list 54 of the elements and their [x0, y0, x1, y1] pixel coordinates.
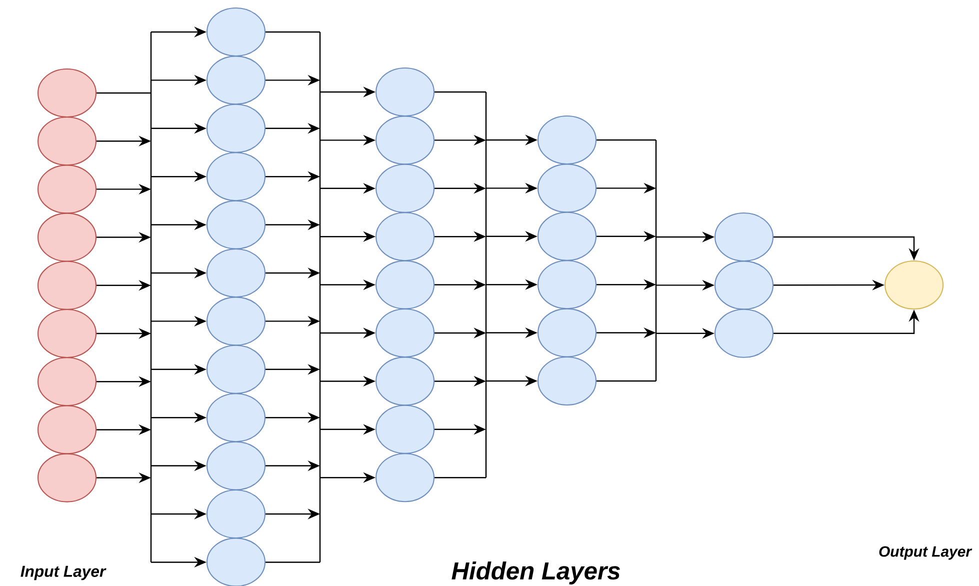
connector-line [596, 139, 656, 141]
layer-label: Hidden Layers [452, 562, 620, 584]
neuron-circle [537, 308, 597, 358]
neuron-circle [206, 152, 266, 202]
neuron-circle [206, 344, 266, 394]
neuron-circle [206, 7, 266, 57]
neuron-circle [714, 212, 774, 262]
layer-label: Input Layer [20, 566, 106, 580]
neuron-circle [37, 260, 97, 310]
neuron-circle [37, 357, 97, 406]
neuron-circle [375, 404, 435, 454]
neuron-circle [37, 453, 97, 502]
neuron-circle [375, 212, 435, 262]
neuron-circle [206, 248, 266, 298]
neuron-circle [375, 308, 435, 358]
neuron-circle [206, 489, 266, 539]
neuron-circle [206, 538, 266, 586]
neuron-circle [206, 104, 266, 153]
neuron-circle [375, 164, 435, 213]
neuron-circle [714, 308, 774, 358]
bus-line [150, 31, 152, 563]
connector-line [96, 92, 151, 94]
connector-line [596, 380, 656, 382]
neuron-circle [37, 405, 97, 454]
neuron-circle [884, 260, 944, 310]
neuron-circle [206, 296, 266, 346]
neuron-circle [375, 116, 435, 165]
neuron-circle [206, 200, 266, 250]
neuron-circle [37, 68, 97, 118]
bus-line [319, 31, 321, 563]
neuron-circle [537, 356, 597, 406]
neuron-circle [714, 260, 774, 310]
layer-label: Output Layer [879, 546, 972, 560]
neuron-circle [537, 212, 597, 261]
neuron-circle [537, 260, 597, 310]
neuron-circle [37, 308, 97, 358]
neuron-circle [206, 393, 266, 442]
neuron-circle [375, 260, 435, 310]
connector-line [434, 91, 486, 93]
neuron-circle [37, 212, 97, 262]
neuron-circle [375, 453, 435, 502]
connector-line [266, 562, 320, 563]
bus-line [485, 91, 487, 478]
neuron-circle [375, 356, 435, 406]
bus-line [655, 139, 657, 382]
neuron-circle [537, 115, 597, 165]
neuron-circle [206, 441, 266, 490]
neuron-circle [37, 164, 97, 214]
connector-line [434, 476, 486, 478]
neuron-circle [375, 67, 435, 117]
neuron-circle [37, 116, 97, 166]
connector-line [266, 31, 320, 33]
neuron-circle [537, 164, 597, 213]
neuron-circle [206, 56, 266, 105]
